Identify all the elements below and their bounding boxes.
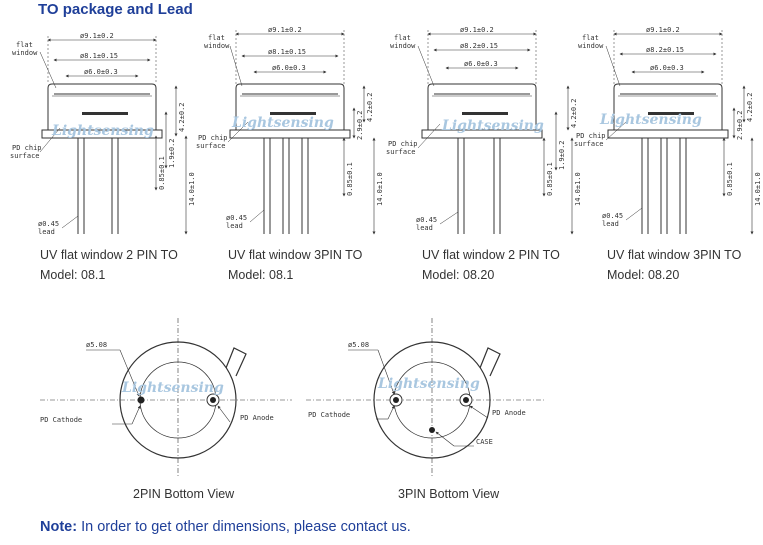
label-pd-chip: PD chip [388, 140, 418, 148]
bottom-view-caption-2pin: 2PIN Bottom View [133, 487, 235, 501]
dim-height-2: 2.9±0.2 [736, 110, 744, 140]
dim-height-1: 4.2±0.2 [366, 92, 374, 122]
pin-cathode [393, 397, 399, 403]
label-d508: ø5.08 [86, 341, 107, 349]
dim-height-4: 14.0±1.0 [188, 172, 196, 206]
dim-mid: ø8.1±0.15 [268, 48, 306, 56]
label-window: window [578, 42, 604, 50]
label-lead-diameter: ø0.45 [38, 220, 59, 228]
label-pd-cathode: PD Cathode [40, 416, 82, 424]
dim-height-1: 4.2±0.2 [570, 98, 578, 128]
label-window: window [204, 42, 230, 50]
label-pd-anode: PD Anode [492, 409, 526, 417]
label-flat: flat [208, 34, 225, 42]
bottom-view-2pin: ø5.08 PD Cathode PD Anode Lightsensing [40, 318, 292, 476]
package-drawing-4: ø9.1±0.2 ø8.2±0.15 ø6.0±0.3 flat window … [574, 26, 762, 235]
label-window: window [390, 42, 416, 50]
label-surface: surface [386, 148, 416, 156]
pin-cathode [137, 396, 145, 404]
label-d508: ø5.08 [348, 341, 369, 349]
bottom-view-caption-3pin: 3PIN Bottom View [398, 487, 500, 501]
label-lead-diameter: ø0.45 [416, 216, 437, 224]
dim-height-3: 0.85±0.1 [726, 162, 734, 196]
pin-case [429, 427, 435, 433]
dim-height-3: 0.85±0.1 [346, 162, 354, 196]
label-case: CASE [476, 438, 493, 446]
dim-height-2: 2.9±0.2 [356, 110, 364, 140]
package-model-3: Model: 08.20 [422, 268, 495, 282]
label-pd-cathode: PD Cathode [308, 411, 350, 419]
label-lead: lead [602, 220, 619, 228]
watermark: Lightsensing [377, 376, 480, 392]
dim-inner: ø6.0±0.3 [650, 64, 684, 72]
label-lead: lead [226, 222, 243, 230]
dim-inner: ø6.0±0.3 [84, 68, 118, 76]
label-flat: flat [16, 41, 33, 49]
package-caption-4: UV flat window 3PIN TO [607, 248, 742, 262]
label-window: window [12, 49, 38, 57]
dim-outer: ø9.1±0.2 [460, 26, 494, 34]
note-text: In order to get other dimensions, please… [77, 519, 411, 535]
label-flat: flat [582, 34, 599, 42]
label-lead-diameter: ø0.45 [602, 212, 623, 220]
package-drawing-2: ø9.1±0.2 ø8.1±0.15 ø6.0±0.3 flat window … [196, 26, 384, 235]
dim-height-2: 1.9±0.2 [558, 140, 566, 170]
watermark: Lightsensing [51, 123, 154, 139]
package-drawing-3: ø9.1±0.2 ø8.2±0.15 ø6.0±0.3 flat window … [386, 26, 582, 235]
dim-height-4: 14.0±1.0 [376, 172, 384, 206]
note-label: Note: [40, 519, 78, 535]
watermark: Lightsensing [441, 118, 544, 134]
pin-anode [463, 397, 469, 403]
pin-anode [210, 397, 216, 403]
dim-inner: ø6.0±0.3 [272, 64, 306, 72]
label-lead: lead [416, 224, 433, 232]
package-caption-1: UV flat window 2 PIN TO [40, 248, 178, 262]
label-pd-anode: PD Anode [240, 414, 274, 422]
dim-height-4: 14.0±1.0 [574, 172, 582, 206]
page-title: TO package and Lead [38, 1, 193, 18]
dim-outer: ø9.1±0.2 [268, 26, 302, 34]
contact-note: Note: In order to get other dimensions, … [40, 519, 411, 535]
dim-mid: ø8.2±0.15 [460, 42, 498, 50]
dim-height-3: 0.85±0.1 [158, 156, 166, 190]
package-model-4: Model: 08.20 [607, 268, 680, 282]
label-surface: surface [196, 142, 226, 150]
package-caption-2: UV flat window 3PIN TO [228, 248, 363, 262]
package-model-2: Model: 08.1 [228, 268, 294, 282]
dim-height-3: 0.85±0.1 [546, 162, 554, 196]
watermark: Lightsensing [599, 112, 702, 128]
watermark: Lightsensing [231, 115, 334, 131]
dim-height-1: 4.2±0.2 [746, 92, 754, 122]
dim-height-2: 1.9±0.2 [168, 138, 176, 168]
dim-height-4: 14.0±1.0 [754, 172, 762, 206]
label-pd-chip: PD chip [576, 132, 606, 140]
label-pd-chip: PD chip [198, 134, 228, 142]
dim-outer: ø9.1±0.2 [80, 32, 114, 40]
dim-outer: ø9.1±0.2 [646, 26, 680, 34]
label-surface: surface [10, 152, 40, 160]
label-surface: surface [574, 140, 604, 148]
package-drawing-1: ø9.1±0.2 ø8.1±0.15 ø6.0±0.3 flat window … [10, 32, 196, 236]
package-model-1: Model: 08.1 [40, 268, 106, 282]
label-pd-chip: PD chip [12, 144, 42, 152]
label-lead-diameter: ø0.45 [226, 214, 247, 222]
package-caption-3: UV flat window 2 PIN TO [422, 248, 560, 262]
dim-height-1: 4.2±0.2 [178, 102, 186, 132]
dim-mid: ø8.1±0.15 [80, 52, 118, 60]
label-lead: lead [38, 228, 55, 236]
dim-mid: ø8.2±0.15 [646, 46, 684, 54]
dim-inner: ø6.0±0.3 [464, 60, 498, 68]
watermark: Lightsensing [121, 380, 224, 396]
bottom-view-3pin: ø5.08 PD Cathode PD Anode CASE Lightsens… [306, 318, 546, 476]
label-flat: flat [394, 34, 411, 42]
